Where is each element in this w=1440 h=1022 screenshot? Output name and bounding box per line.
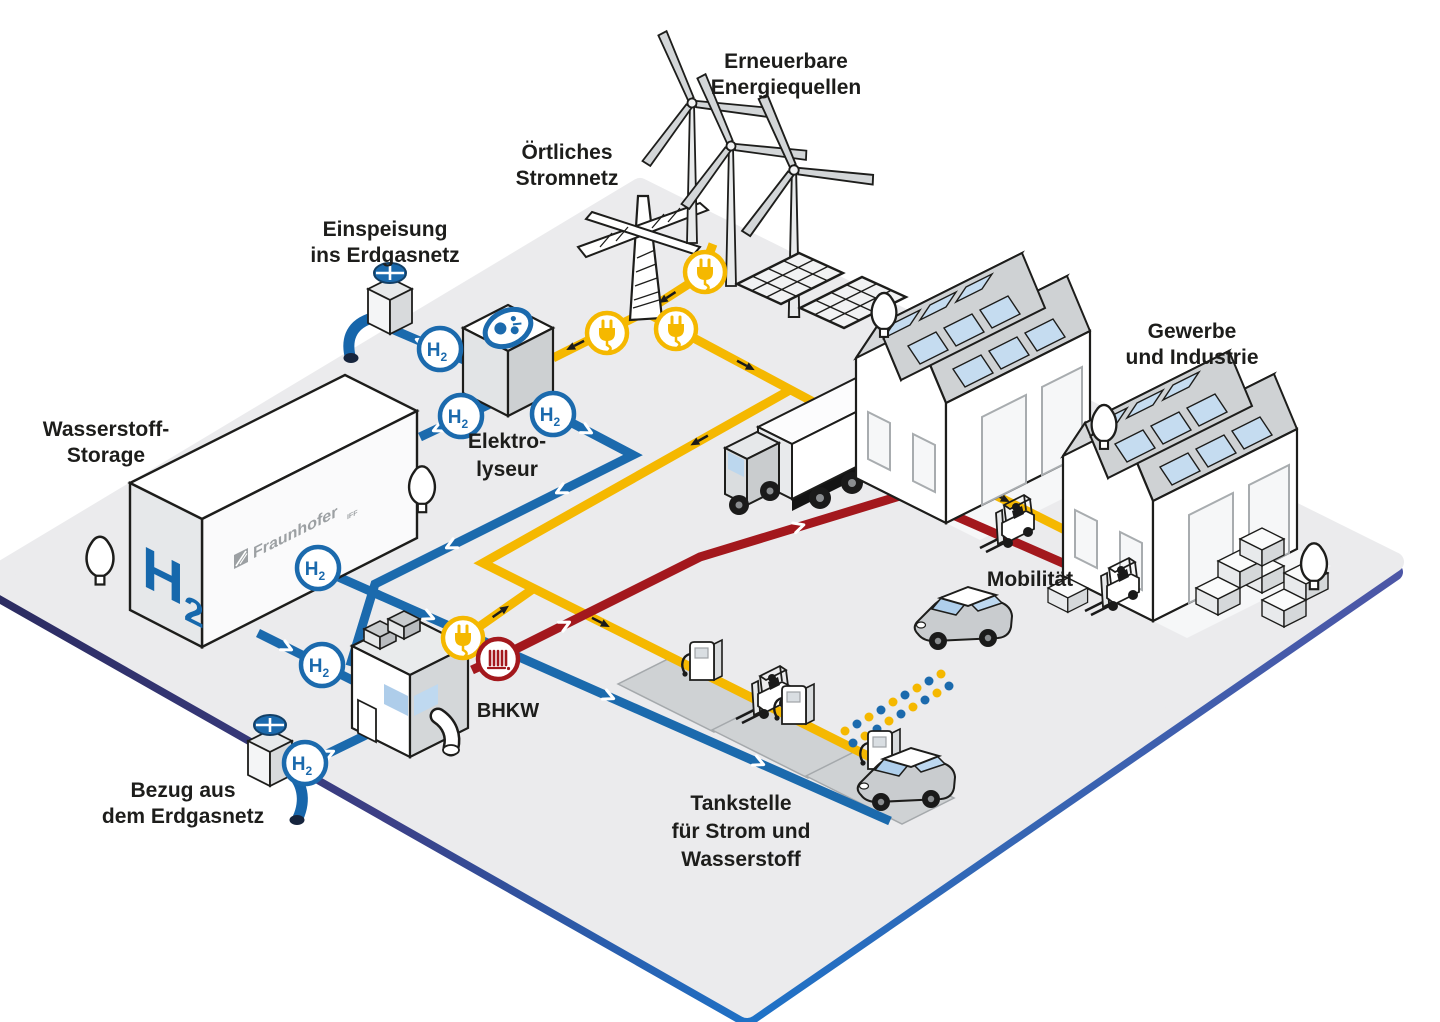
electrolyzer-molecule-icon: [482, 306, 534, 350]
plug-badge: [682, 249, 728, 295]
svg-text:IFF: IFF: [347, 507, 358, 521]
svg-text:Storage: Storage: [67, 444, 145, 467]
label-gas-supply: Bezug aus: [130, 779, 235, 802]
h2-badge: H2: [437, 392, 485, 440]
h2-badges: H2 H2 H2 H2 H2 H2: [281, 325, 577, 787]
svg-text:H2: H2: [448, 407, 469, 431]
plug-badges: [440, 249, 728, 661]
svg-text:dem Erdgasnetz: dem Erdgasnetz: [102, 805, 264, 828]
chp-window-right: [414, 684, 438, 716]
h2-badge: H2: [416, 325, 464, 373]
transmission-tower: [576, 194, 710, 322]
label-h2-storage: Wasserstoff-: [43, 418, 169, 441]
pipe-electrolyzer-to-chp: [345, 399, 643, 668]
svg-text:Energiequellen: Energiequellen: [711, 76, 862, 99]
svg-text:Stromnetz: Stromnetz: [516, 167, 619, 190]
chp-roof-units: [362, 610, 422, 651]
svg-text:und Industrie: und Industrie: [1126, 346, 1259, 369]
svg-text:H2: H2: [309, 656, 330, 680]
svg-text:für Strom und: für Strom und: [672, 820, 811, 843]
mobility-dotted-trail: [840, 669, 954, 748]
plug-badge: [584, 310, 630, 356]
heat-badge: [475, 636, 521, 682]
plug-badge: [653, 306, 699, 352]
h2-badge: H2: [529, 390, 577, 438]
h2-badge: H2: [298, 641, 346, 689]
label-local-grid: Örtliches: [521, 141, 612, 164]
truck-windshield: [728, 452, 744, 477]
svg-text:ins Erdgasnetz: ins Erdgasnetz: [310, 244, 459, 267]
electrolyzer: [460, 303, 556, 418]
chp-unit: [349, 610, 471, 759]
svg-text:H2: H2: [540, 405, 561, 429]
svg-text:H2: H2: [427, 340, 448, 364]
tower-lattice: [599, 207, 681, 309]
h2-badge: H2: [281, 739, 329, 787]
valve-feed-in: [343, 261, 414, 363]
label-mobility: Mobilität: [987, 568, 1073, 591]
label-renewables: Erneuerbare: [724, 50, 848, 73]
svg-text:Wasserstoff: Wasserstoff: [681, 848, 801, 871]
svg-text:H2: H2: [305, 559, 326, 583]
h2-badge: H2: [294, 544, 342, 592]
svg-text:H2: H2: [292, 754, 313, 778]
label-industry: Gewerbe: [1148, 320, 1237, 343]
chp-door: [357, 698, 377, 744]
plug-badge: [440, 615, 486, 661]
svg-text:lyseur: lyseur: [476, 458, 538, 481]
label-chp: BHKW: [477, 700, 539, 722]
label-gas-feed-in: Einspeisung: [323, 218, 448, 241]
labels: Erneuerbare Energiequellen Örtliches Str…: [43, 50, 1259, 871]
chp-window-left: [384, 684, 408, 716]
hydrogen-storage: H2 Fraunhofer IFF: [127, 373, 420, 649]
label-electrolyzer: Elektro-: [468, 430, 546, 453]
label-fuel-station: Tankstelle: [690, 792, 791, 815]
